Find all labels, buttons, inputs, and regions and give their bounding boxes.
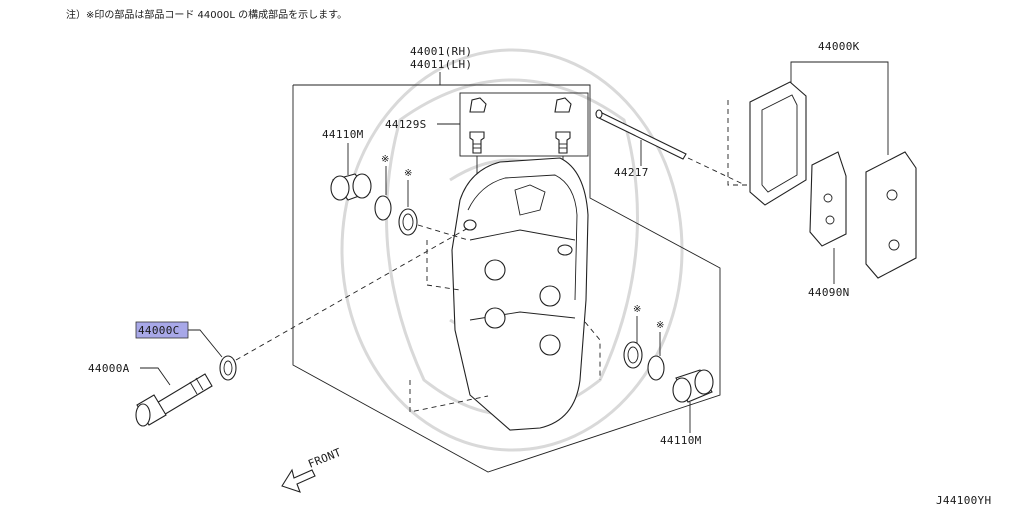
bolt-dash [235, 227, 469, 361]
pad-dash [727, 100, 748, 186]
caliper-rh-label[interactable]: 44001(RH) [410, 45, 472, 58]
dust-boot-bottom[interactable] [623, 341, 643, 369]
piston-top-label[interactable]: 44110M [322, 128, 364, 141]
washer-leader [188, 329, 223, 358]
front-arrow-icon [281, 468, 316, 493]
bleeder-kit-box [459, 92, 589, 157]
piston-seal-bottom[interactable] [647, 355, 665, 381]
anti-squeal-shim[interactable] [809, 151, 847, 247]
star-mark-4: ※ [656, 320, 664, 331]
star-mark-1: ※ [381, 154, 389, 165]
piston-bottom-label[interactable]: 44110M [660, 434, 702, 447]
bleeder-screws [469, 131, 571, 154]
caliper-boundary [292, 84, 721, 473]
caliper-body[interactable] [451, 157, 589, 431]
pad-kit-label[interactable]: 44000K [818, 40, 860, 53]
bleeder-label[interactable]: 44129S [385, 118, 427, 131]
brake-pad-inner[interactable] [749, 81, 807, 206]
pin-label[interactable]: 44217 [614, 166, 649, 179]
washer-label[interactable]: 44000C [138, 324, 180, 337]
washer[interactable] [219, 355, 237, 381]
note-text: 注）※印の部品は部品コード 44000L の構成部品を示します。 [66, 8, 347, 21]
star-mark-2: ※ [404, 168, 412, 179]
diagram-code: J44100YH [936, 494, 991, 507]
guide-dash-1 [426, 240, 461, 291]
pin-dash [687, 157, 746, 186]
bolt-leader [140, 367, 171, 386]
pad-pin[interactable] [595, 109, 687, 160]
front-label: FRONT [306, 446, 343, 471]
star-mark-3: ※ [633, 304, 641, 315]
pad-kit-bracket [790, 61, 889, 155]
guide-dash-2 [409, 380, 489, 413]
bleeder-caps [469, 97, 572, 113]
brake-pad-outer[interactable] [865, 151, 917, 279]
piston-bottom[interactable] [672, 369, 714, 403]
caliper-lh-label[interactable]: 44011(LH) [410, 58, 472, 71]
mounting-bolt[interactable] [135, 373, 213, 427]
bolt-label[interactable]: 44000A [88, 362, 130, 375]
dust-boot-top[interactable] [398, 208, 418, 236]
shim-label[interactable]: 44090N [808, 286, 850, 299]
piston-top[interactable] [330, 173, 372, 201]
piston-seal-top[interactable] [374, 195, 392, 221]
guide-dash-3 [584, 321, 601, 380]
